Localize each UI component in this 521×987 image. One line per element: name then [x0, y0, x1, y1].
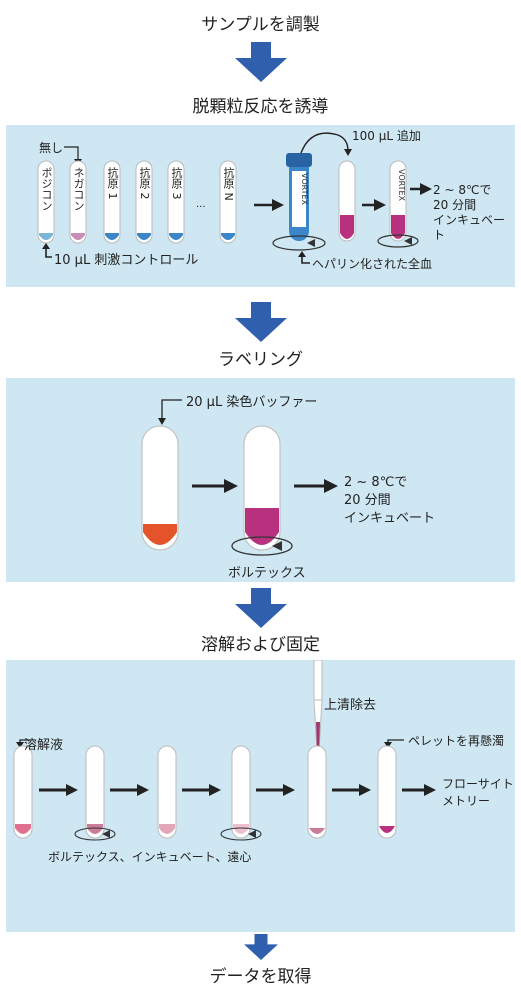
step-labeling: ラベリング [218, 350, 303, 370]
tube-label-positive: ポジコン [40, 167, 53, 211]
label-none: 無し [39, 141, 64, 155]
tube-label-negative: ネガコン [72, 167, 85, 211]
vortex-tube-blue [286, 153, 312, 241]
label-stim-control: 10 µL 刺激コントロール [54, 253, 199, 268]
incubate-text-2: 2 ~ 8℃で 20 分間 インキュベート [344, 475, 436, 526]
labeling-panel: 20 µL 染色バッファー 2 ~ 8℃で 20 分間 インキュベート ボルテッ… [6, 378, 515, 582]
tube-antigen-n [219, 160, 237, 244]
label-stain-buffer: 20 µL 染色バッファー [186, 395, 318, 410]
degranulation-diagram [37, 132, 432, 264]
step-lysis-fixation: 溶解および固定 [201, 635, 320, 655]
label-flow-cytometry: フローサイト メトリー [442, 777, 514, 808]
step-induce-degranulation: 脱顆粒反応を誘導 [192, 97, 329, 117]
degranulation-panel: 無し ポジコン ネガコン 抗原 1 抗原 2 抗原 3 ... 抗原 N 10 … [6, 125, 515, 287]
tube-orange [141, 425, 179, 551]
lysis-panel: 溶解液 上清除去 ペレットを再懸濁 フローサイト メトリー ボルテックス、インキ… [6, 660, 515, 932]
tube-antigen-3 [167, 160, 185, 244]
labeling-diagram [141, 399, 338, 556]
tube-label-antigen-n: 抗原 N [222, 167, 235, 201]
step-acquire-data: データを取得 [209, 967, 312, 987]
label-remove-supernatant: 上清除去 [324, 698, 377, 713]
tube-positive-control [37, 160, 55, 244]
tube-antigen-1 [103, 160, 121, 244]
label-vortex-incubate-centrifuge: ボルテックス、インキュベート、遠心 [48, 850, 252, 864]
incubate-text-1: 2 ~ 8℃で 20 分間 インキュベート [433, 183, 506, 242]
tube-antigen-2 [135, 160, 153, 244]
vortex-tube-magenta [389, 160, 407, 242]
tube-negative-control [69, 160, 87, 244]
down-arrow-icon [235, 302, 287, 342]
tube-label-antigen-3: 抗原 3 [170, 167, 183, 200]
tube-magenta-2 [243, 425, 281, 551]
vortex-label-1: VORTEX [300, 173, 309, 206]
label-add-100: 100 µL 追加 [352, 129, 421, 143]
vortex-label-2: VORTEX [397, 169, 406, 202]
label-vortex: ボルテックス [228, 566, 306, 581]
tube-label-antigen-2: 抗原 2 [138, 167, 151, 200]
label-resuspend-pellet: ペレットを再懸濁 [408, 734, 505, 748]
down-arrow-icon [235, 42, 287, 82]
tube-label-antigen-1: 抗原 1 [106, 167, 119, 200]
tube-magenta-1 [338, 160, 356, 242]
step-prepare-sample: サンプルを調製 [201, 15, 320, 35]
label-lysing-solution: 溶解液 [24, 738, 64, 753]
down-arrow-icon [244, 934, 278, 960]
lysis-diagram [13, 660, 436, 841]
label-heparinized-blood: ヘパリン化された全血 [312, 257, 433, 271]
down-arrow-icon [235, 588, 287, 628]
ellipsis-label: ... [196, 199, 206, 210]
